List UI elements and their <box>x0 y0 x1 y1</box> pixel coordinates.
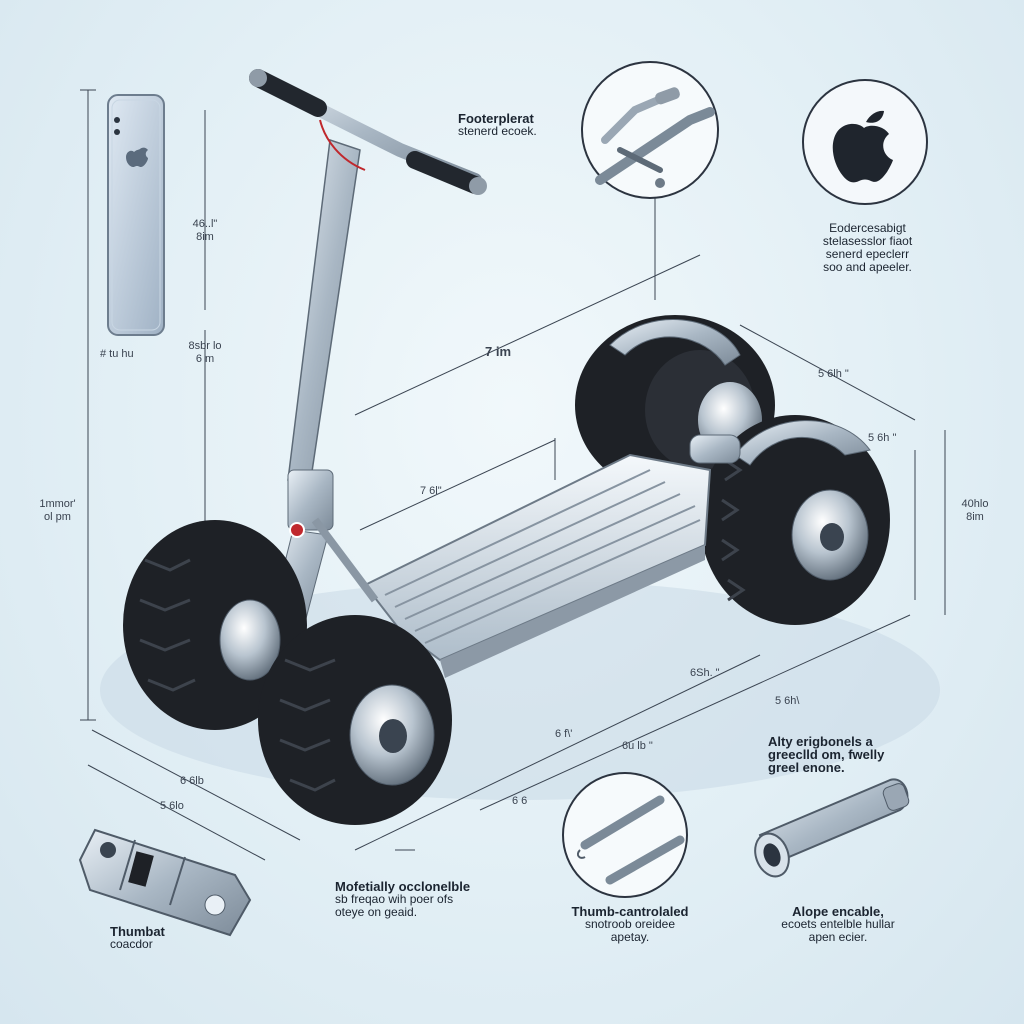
alloy-tube-icon <box>754 778 910 878</box>
dim-phone-mid-line-2: 6 m <box>195 353 215 365</box>
handlebar-stem <box>272 119 379 631</box>
dim-base-right-a: 6Sh. " <box>690 667 720 679</box>
folding-callout-line-3: oteye on geaid. <box>335 905 418 919</box>
apple-description: Eodercesabigt stelasesslor fiaot senerd … <box>805 222 930 274</box>
brake-lever-detail <box>581 61 719 199</box>
dim-deck-inner: 7 6l" <box>420 485 442 497</box>
thumb-callout-line-1: Thumb-cantrolaled <box>571 904 689 919</box>
alope-callout: Alope encable, ecoets entelble hullar ap… <box>748 905 928 944</box>
smartphone-icon <box>107 94 165 336</box>
rear-right-wheel <box>700 415 890 625</box>
dim-left-height-line-1: 1mmor' <box>39 498 76 510</box>
front-left-wheel <box>123 520 307 730</box>
dim-right-height: 40hlo 8im <box>950 498 1000 524</box>
dim-phone-top-line-1: 46..l" <box>192 218 218 230</box>
folding-callout-line-1: Mofetially occlonelble <box>335 879 471 894</box>
thumb-controller-icon <box>78 828 252 937</box>
handlebars <box>249 69 487 195</box>
alloy-callout: Alty erigbonels a greeclld om, fwelly gr… <box>768 735 884 774</box>
thumbrest-callout-line-1: Thumbat <box>110 924 165 939</box>
apple-logo-icon <box>802 79 928 205</box>
alope-callout-line-3: apen ecier. <box>808 930 868 944</box>
dim-base-right-d: 5 6h\ <box>775 695 800 707</box>
dim-front-width-b: 5 6lo <box>160 800 184 812</box>
folding-latch-detail <box>562 772 688 898</box>
apple-description-line-4: soo and apeeler. <box>823 260 912 274</box>
alloy-callout-line-2: greeclld om, fwelly <box>768 747 885 762</box>
dim-left-height-line-2: ol pm <box>44 511 71 523</box>
dim-right-height-line-1: 40hlo <box>961 498 989 510</box>
dim-phone-top: 46..l" 8im <box>180 218 230 244</box>
dimension-lines <box>80 89 946 861</box>
dim-phone-base: # tu hu <box>100 348 134 360</box>
thumbrest-callout: Thumbat coacdor <box>110 925 165 951</box>
apple-description-line-2: stelasesslor fiaot <box>822 234 913 248</box>
dim-base-right-b: 6 f\' <box>555 728 573 740</box>
apple-description-line-1: Eodercesabigt <box>829 221 906 235</box>
alloy-callout-line-1: Alty erigbonels a <box>768 734 873 749</box>
footplate-callout-line-1: Footerplerat <box>458 111 534 126</box>
alloy-callout-line-3: greel enone. <box>768 760 845 775</box>
dim-rear-width: 5 6lh " <box>818 368 849 380</box>
alope-callout-line-1: Alope encable, <box>792 904 884 919</box>
dim-base-right-c: 6u lb " <box>622 740 653 752</box>
thumbrest-callout-line-2: coacdor <box>110 937 153 951</box>
thumb-callout-line-3: apetay. <box>610 930 650 944</box>
thumb-callout-line-2: snotroob oreidee <box>584 917 676 931</box>
dim-right-height-line-2: 8im <box>966 511 984 523</box>
footplate-callout: Footerplerat stenerd ecoek. <box>458 112 537 138</box>
dim-left-height: 1mmor' ol pm <box>25 498 90 524</box>
thumb-callout: Thumb-cantrolaled snotroob oreidee apeta… <box>545 905 715 944</box>
dim-bottom-mid: 6 6 <box>512 795 528 807</box>
folding-callout-line-2: sb freqao wih poer ofs <box>335 892 454 906</box>
dim-phone-top-line-2: 8im <box>196 231 214 243</box>
dim-rear-axle: 5 6h " <box>868 432 897 444</box>
alope-callout-line-2: ecoets entelble hullar <box>781 917 895 931</box>
folding-callout: Mofetially occlonelble sb freqao wih poe… <box>335 880 470 919</box>
footplate-callout-line-2: stenerd ecoek. <box>458 124 537 138</box>
dim-phone-mid: 8sbr lo 6 m <box>180 340 230 366</box>
front-right-wheel <box>258 615 452 825</box>
dim-deck-top: 7 im <box>485 344 512 359</box>
apple-description-line-3: senerd epeclerr <box>825 247 910 261</box>
dim-phone-mid-line-1: 8sbr lo <box>188 340 222 352</box>
dim-front-width-a: 6 6lb <box>180 775 204 787</box>
